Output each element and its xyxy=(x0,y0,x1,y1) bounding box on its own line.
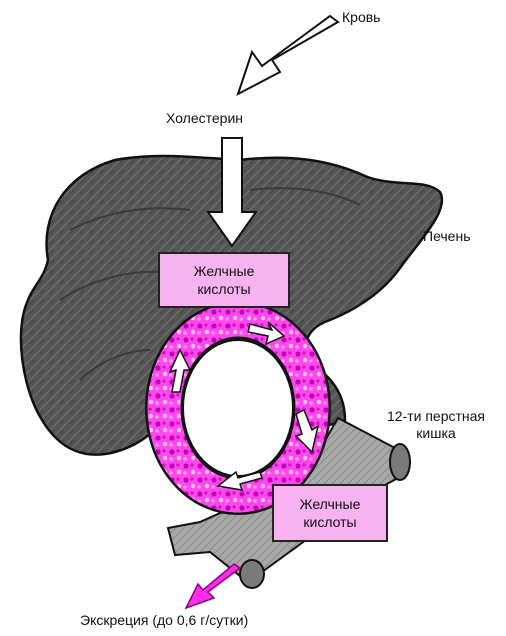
liver-label: Печень xyxy=(423,228,471,245)
ring-hole xyxy=(183,340,293,476)
duodenum-label: 12-ти перстная кишка xyxy=(380,408,492,442)
bile-acids-box-top-text: Желчные кислоты xyxy=(166,262,281,298)
excretion-label: Экскреция (до 0,6 г/сутки) xyxy=(80,612,248,629)
duodenum-end-lower xyxy=(240,560,264,588)
cholesterol-label: Холестерин xyxy=(166,110,243,127)
bile-acids-box-bottom: Желчные кислоты xyxy=(272,484,388,542)
bile-acids-box-bottom-text: Желчные кислоты xyxy=(280,495,381,531)
blood-label: Кровь xyxy=(342,9,380,26)
excretion-arrow xyxy=(186,564,240,608)
duodenum-end xyxy=(390,444,410,480)
blood-arrow xyxy=(238,16,338,94)
bile-acids-box-top: Желчные кислоты xyxy=(158,252,290,308)
